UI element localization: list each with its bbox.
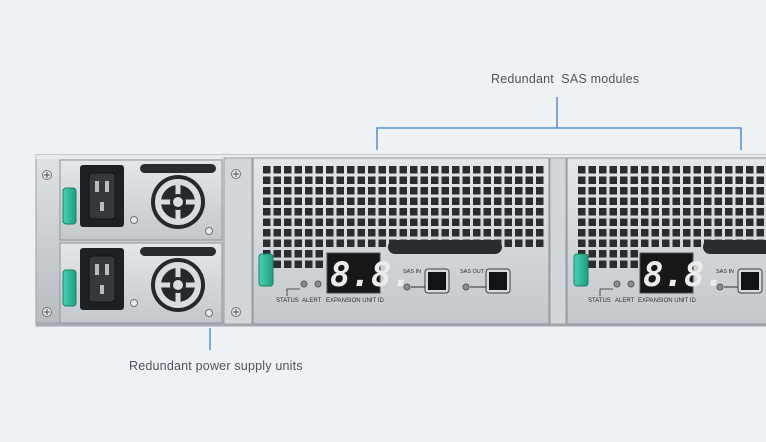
led-icon — [462, 283, 470, 291]
fan-icon — [151, 175, 205, 229]
sas-leader-line — [376, 97, 742, 150]
module-handle[interactable] — [388, 240, 502, 254]
sas-out-port[interactable] — [485, 268, 511, 294]
sas-in-label: SAS IN — [403, 269, 421, 275]
screw-icon — [130, 216, 213, 235]
sas-modules-callout: Redundant SAS modules — [491, 72, 640, 86]
screw-icon — [42, 307, 52, 317]
unit-id-display: 8.8. — [326, 252, 412, 295]
psu-latch[interactable] — [62, 269, 77, 307]
vent-grille — [578, 166, 766, 250]
status-label: STATUS — [588, 298, 611, 304]
module-handle[interactable] — [703, 240, 766, 254]
psu-unit-1 — [59, 159, 223, 241]
sas-out-label: SAS OUT — [460, 269, 485, 275]
sas-module-2: STATUS ALERT EXPANSION UNIT ID 8.8. SAS … — [566, 157, 766, 325]
psu-latch[interactable] — [62, 187, 77, 225]
unit-id-digits: 8.8. — [330, 255, 412, 295]
unit-id-label: EXPANSION UNIT ID — [326, 298, 384, 304]
sas-in-label: SAS IN — [716, 269, 734, 275]
led-icon — [716, 283, 724, 291]
screw-icon — [130, 299, 213, 317]
power-inlet-icon — [80, 248, 124, 310]
fan-icon — [151, 258, 205, 312]
screw-icon — [42, 170, 52, 180]
sas-module-1: STATUS ALERT EXPANSION UNIT ID 8.8. SAS … — [252, 157, 550, 325]
alert-label: ALERT — [302, 298, 322, 304]
power-inlet-icon — [80, 165, 124, 227]
led-icon — [613, 280, 635, 288]
screw-icon — [231, 169, 241, 317]
sas-in-port[interactable] — [424, 268, 450, 294]
vent-grille — [263, 166, 546, 250]
alert-label: ALERT — [615, 298, 635, 304]
unit-id-display: 8.8. — [639, 252, 725, 295]
status-label: STATUS — [276, 298, 299, 304]
psu-callout: Redundant power supply units — [129, 359, 303, 373]
unit-id-digits: 8.8. — [643, 255, 725, 295]
sas-in-port[interactable] — [737, 268, 763, 294]
module-latch[interactable] — [573, 253, 589, 287]
led-icon — [300, 280, 322, 288]
module-latch[interactable] — [258, 253, 274, 287]
unit-id-label: EXPANSION UNIT ID — [638, 298, 696, 304]
led-icon — [403, 283, 411, 291]
psu-unit-2 — [59, 242, 223, 324]
